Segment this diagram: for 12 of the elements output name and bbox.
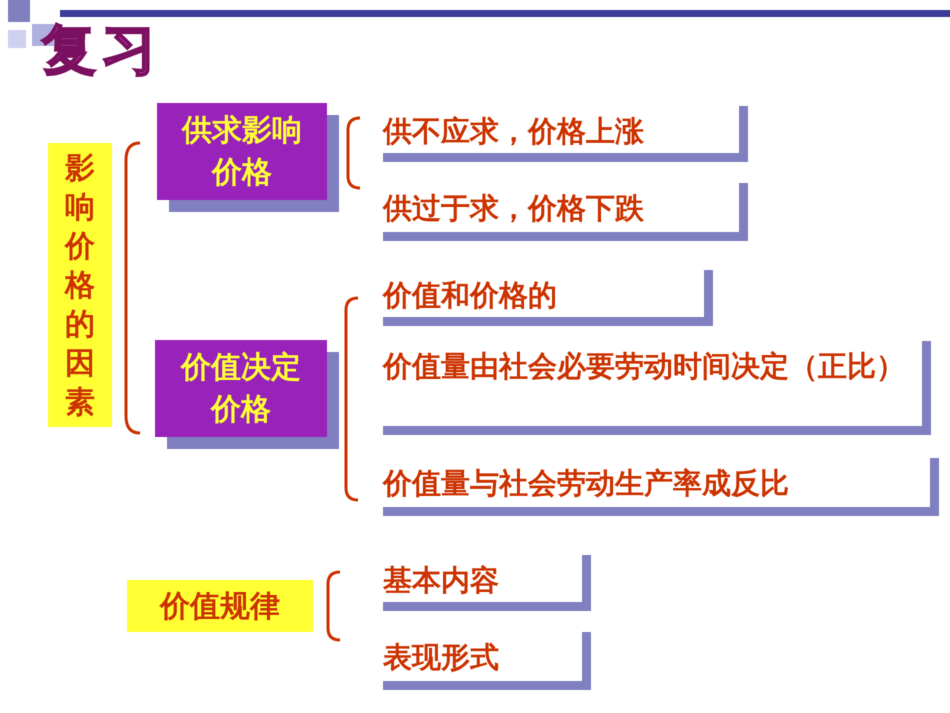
item-text: 供不应求，价格上涨 — [383, 106, 748, 162]
category-box: 价值决定价格 — [155, 340, 327, 437]
title: 复习 — [42, 17, 162, 83]
topic-box: 影响价格的因素 — [48, 143, 112, 427]
item-text: 价值和价格的 — [383, 270, 713, 326]
item-text: 基本内容 — [383, 555, 591, 611]
item-text: 价值量由社会必要劳动时间决定（正比） — [383, 341, 931, 435]
item-text: 表现形式 — [383, 632, 591, 690]
item-text: 价值量与社会劳动生产率成反比 — [383, 458, 939, 516]
item-text: 供过于求，价格下跌 — [383, 183, 748, 241]
topic-box: 价值规律 — [127, 580, 313, 632]
category-box: 供求影响价格 — [157, 103, 327, 200]
